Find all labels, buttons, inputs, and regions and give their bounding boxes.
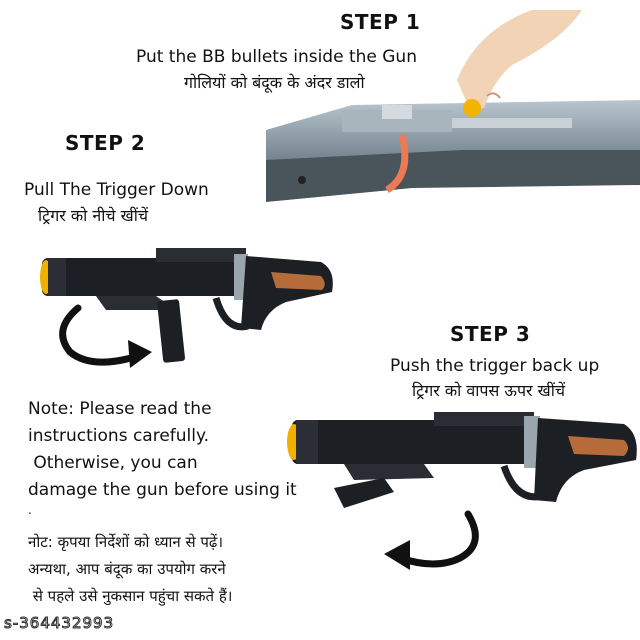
note-english: Note: Please read the instructions caref…: [28, 396, 297, 516]
step2-title: STEP 2: [65, 131, 146, 155]
bb-bullet-icon: [463, 99, 481, 117]
note-line: Note: Please read the: [28, 399, 212, 419]
step3-gun-image: [287, 412, 637, 508]
sku-watermark: s-364432993: [3, 614, 115, 633]
step2-instruction-hi: ट्रिगर को नीचे खींचें: [38, 206, 149, 225]
note-line: नोट: कृपया निर्देशों को ध्यान से पढ़ें।: [28, 533, 224, 551]
step1-instruction-hi: गोलियों को बंदूक के अंदर डालो: [184, 73, 365, 92]
step2-instruction-en: Pull The Trigger Down: [24, 180, 209, 200]
note-line: damage the gun before using it: [28, 480, 297, 500]
back-arrow-icon: [384, 510, 479, 570]
step1-title: STEP 1: [340, 10, 421, 34]
note-line: instructions carefully.: [28, 426, 210, 446]
note-line: से पहले उसे नुकसान पहुंचा सकते हैं।: [28, 587, 233, 605]
note-hindi: नोट: कृपया निर्देशों को ध्यान से पढ़ें। …: [28, 529, 232, 610]
step3-instruction-hi: ट्रिगर को वापस ऊपर खींचें: [412, 381, 566, 400]
step2-gun-image: [40, 248, 333, 363]
down-arrow-icon: [59, 304, 152, 368]
step1-gun-closeup-image: [266, 10, 640, 202]
note-line: अन्यथा, आप बंदूक का उपयोग करने: [28, 560, 226, 578]
note-line: Otherwise, you can: [28, 453, 198, 473]
step1-instruction-en: Put the BB bullets inside the Gun: [136, 47, 417, 67]
note-line: .: [28, 503, 32, 517]
step3-instruction-en: Push the trigger back up: [390, 356, 600, 376]
step3-title: STEP 3: [450, 322, 531, 346]
